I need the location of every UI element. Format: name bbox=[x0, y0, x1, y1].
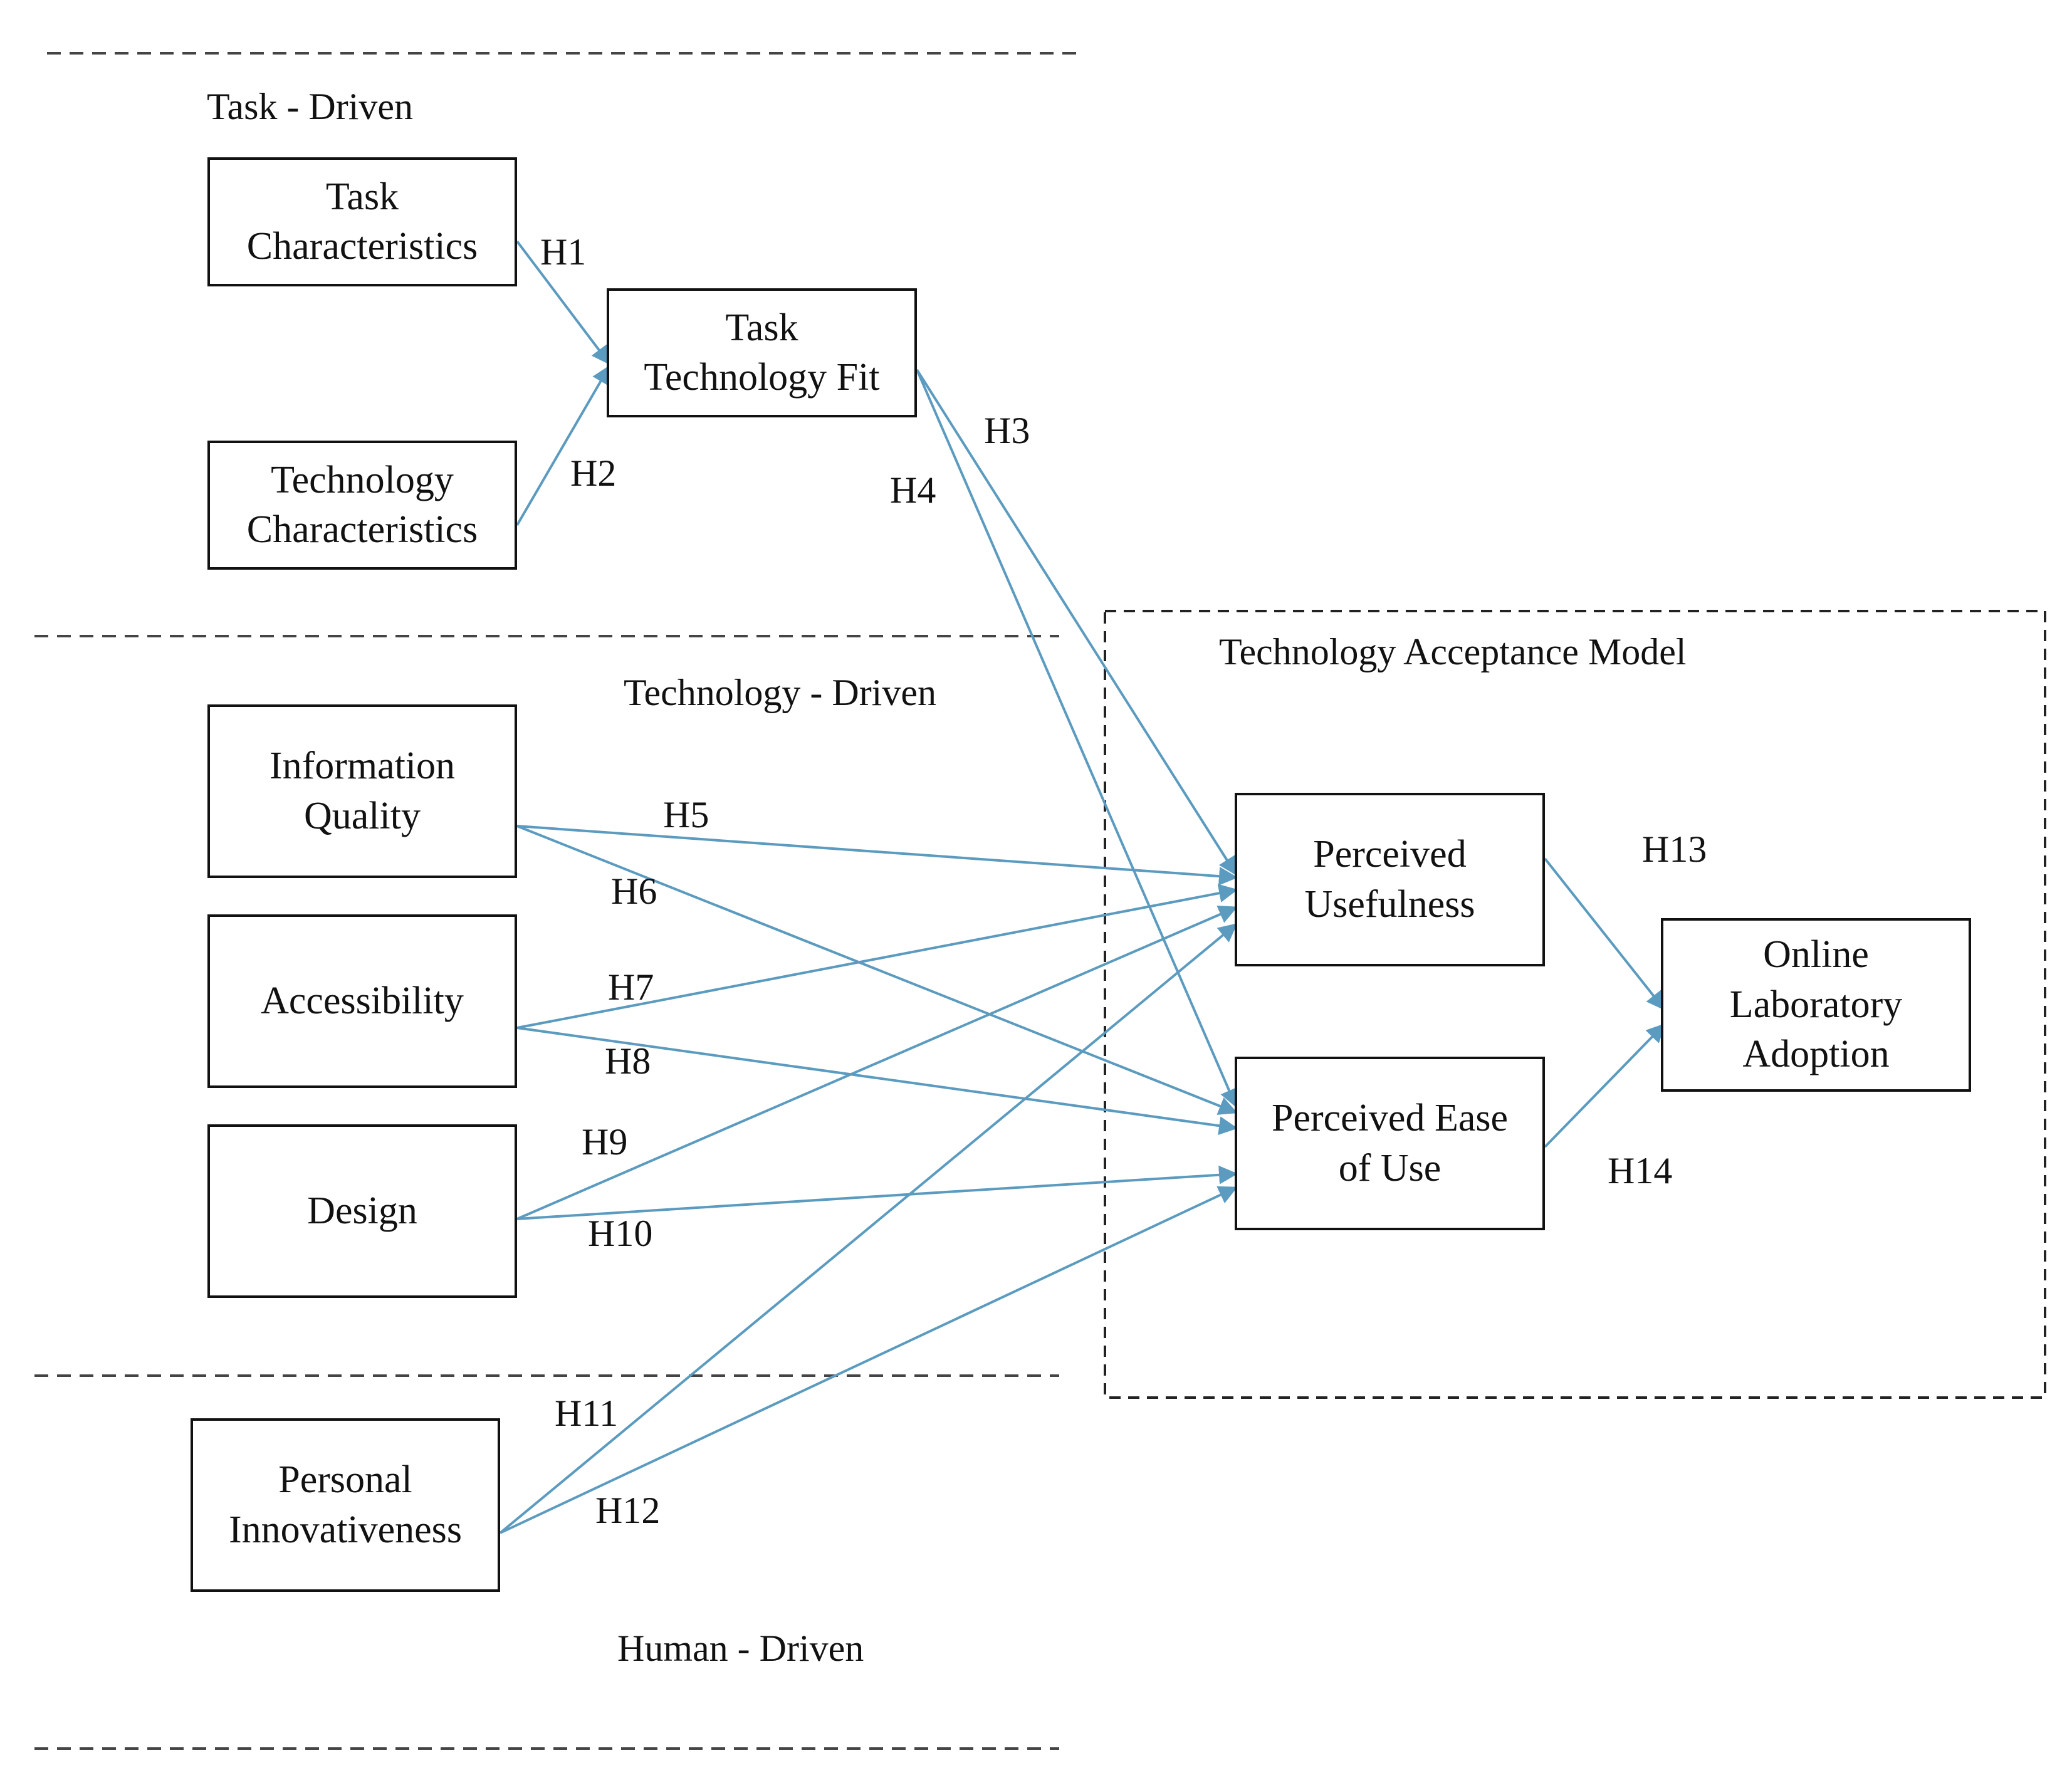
tam-title: Technology Acceptance Model bbox=[1219, 631, 1687, 672]
node-perceived-usefulness: Perceived Usefulness bbox=[1235, 793, 1545, 966]
hypothesis-label-h7: H7 bbox=[608, 966, 654, 1008]
hypothesis-label-h9: H9 bbox=[582, 1121, 628, 1163]
arrow-h4 bbox=[916, 369, 1238, 1108]
hypothesis-label-h11: H11 bbox=[555, 1393, 619, 1434]
hypothesis-label-h6: H6 bbox=[611, 871, 657, 912]
hypothesis-label-h1: H1 bbox=[540, 231, 587, 273]
arrow-h7 bbox=[516, 884, 1238, 1029]
hypothesis-label-h10: H10 bbox=[588, 1213, 653, 1254]
node-label: Personal Innovativeness bbox=[229, 1458, 462, 1551]
arrow-h5 bbox=[516, 825, 1238, 886]
node-information-quality: Information Quality bbox=[207, 704, 517, 878]
arrow-h12 bbox=[500, 1186, 1238, 1534]
node-label: Perceived Usefulness bbox=[1304, 833, 1475, 926]
hypothesis-label-h3: H3 bbox=[984, 410, 1030, 451]
node-label: Perceived Ease of Use bbox=[1272, 1097, 1508, 1190]
node-task-characteristics: Task Characteristics bbox=[207, 157, 517, 286]
hypothesis-label-h2: H2 bbox=[570, 452, 617, 494]
arrow-h8 bbox=[516, 1027, 1238, 1136]
arrow-h2 bbox=[516, 365, 610, 526]
node-accessibility: Accessibility bbox=[207, 914, 517, 1088]
arrow-h11 bbox=[499, 923, 1238, 1534]
hypothesis-label-h4: H4 bbox=[890, 469, 936, 511]
node-perceived-ease-of-use: Perceived Ease of Use bbox=[1235, 1057, 1545, 1230]
node-label: Technology Characteristics bbox=[246, 458, 478, 551]
node-label: Design bbox=[307, 1189, 417, 1232]
arrow-h9 bbox=[516, 905, 1238, 1220]
node-personal-innovativeness: Personal Innovativeness bbox=[191, 1418, 500, 1592]
hypothesis-label-h12: H12 bbox=[595, 1490, 661, 1531]
hypothesis-label-h14: H14 bbox=[1608, 1150, 1673, 1191]
hypothesis-label-h8: H8 bbox=[605, 1040, 651, 1082]
tam-frame bbox=[1104, 610, 2046, 1399]
section-label-technology-driven: Technology - Driven bbox=[624, 672, 936, 713]
section-label-human-driven: Human - Driven bbox=[617, 1628, 864, 1669]
node-design: Design bbox=[207, 1124, 517, 1298]
arrow-h1 bbox=[516, 240, 610, 365]
arrow-h14 bbox=[1544, 1023, 1666, 1148]
hypothesis-label-h13: H13 bbox=[1642, 829, 1707, 870]
node-label: Online Laboratory Adoption bbox=[1729, 933, 1903, 1076]
node-label: Task Characteristics bbox=[246, 175, 478, 268]
node-task-technology-fit: Task Technology Fit bbox=[607, 288, 917, 417]
node-online-laboratory-adoption: Online Laboratory Adoption bbox=[1661, 918, 1971, 1092]
section-label-task-driven: Task - Driven bbox=[207, 86, 414, 127]
arrow-h13 bbox=[1544, 857, 1665, 1011]
arrow-h6 bbox=[516, 825, 1238, 1115]
node-label: Information Quality bbox=[269, 745, 456, 837]
node-label: Task Technology Fit bbox=[644, 306, 880, 399]
hypothesis-label-h5: H5 bbox=[663, 794, 709, 835]
arrow-h10 bbox=[516, 1165, 1238, 1220]
node-label: Accessibility bbox=[261, 979, 464, 1022]
node-technology-characteristics: Technology Characteristics bbox=[207, 441, 517, 570]
arrow-h3 bbox=[916, 369, 1237, 876]
